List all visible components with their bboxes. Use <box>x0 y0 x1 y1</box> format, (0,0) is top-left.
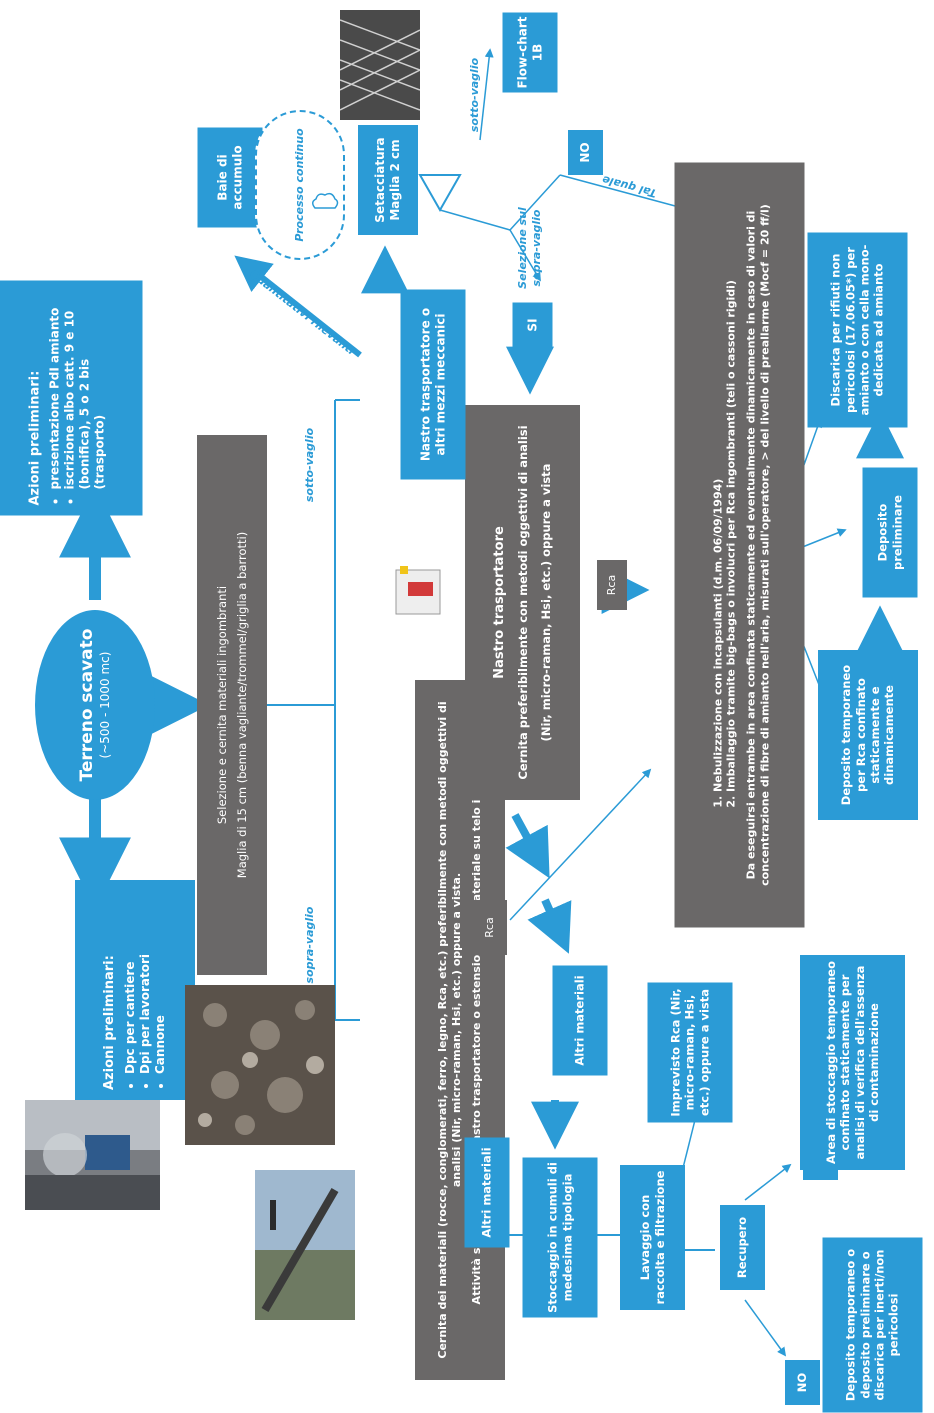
nastro-trasportatore-main: Nastro trasportatore Cernita preferibilm… <box>465 405 580 800</box>
setacciatura-line2: Maglia 2 cm <box>388 139 402 221</box>
rca-right-label: Rca <box>605 574 619 596</box>
no-bottom-label: NO <box>795 1372 810 1393</box>
azioni-left-item: Dpi per lavoratori <box>138 954 153 1074</box>
area-stoccaggio-node: Area di stoccaggio temporaneo confinato … <box>800 955 905 1170</box>
deposito-temporaneo-node: Deposito temporaneo per Rca confinato st… <box>818 650 918 820</box>
terreno-title: Terreno scavato <box>76 628 97 782</box>
nastro-small-label: Nastro trasportatore o altri mezzi mecca… <box>418 307 447 462</box>
imprevisto-label: Imprevisto Rca (Nir, micro-raman, Hsi, e… <box>668 988 712 1117</box>
azioni-right-item: presentazione PdI amianto <box>48 291 63 490</box>
azioni-preliminari-right: Azioni preliminari: presentazione PdI am… <box>0 280 143 516</box>
azioni-left-title: Azioni preliminari: <box>102 955 118 1090</box>
trattamento-item: Imballaggio tramite big-bags o involucri… <box>725 280 739 792</box>
area-stoccaggio-label: Area di stoccaggio temporaneo confinato … <box>823 961 881 1164</box>
recupero-label: Recupero <box>735 1216 750 1279</box>
recupero-node: Recupero <box>720 1205 765 1290</box>
azioni-right-item: iscrizione albo catt. 9 e 10 (bonifica),… <box>63 291 108 490</box>
sotto-vaglio-label-2: sotto-vaglio <box>465 50 485 140</box>
terreno-node: Terreno scavato (~500 - 1000 mc) <box>35 610 155 800</box>
sotto-vaglio-text-2: sotto-vaglio <box>468 57 482 133</box>
no-top-label: NO <box>578 142 592 163</box>
lavaggio-label: Lavaggio con raccolta e filtrazione <box>638 1170 667 1305</box>
deposito-preliminare-node: Deposito preliminare <box>862 467 918 598</box>
si-mid-label: SI <box>525 318 539 332</box>
azioni-right-title: Azioni preliminari: <box>27 370 43 506</box>
stoccaggio-node: Stoccaggio in cumuli di medesima tipolog… <box>522 1157 598 1318</box>
nastro-main-note: (Nir, micro-raman, Hsi, etc.) oppure a v… <box>538 463 553 742</box>
setacciatura-node: Setacciatura Maglia 2 cm <box>358 125 418 235</box>
processo-label: Processo continuo <box>293 128 307 242</box>
mesh-screen-photo <box>340 10 420 120</box>
no-bottom-node: NO <box>785 1360 820 1405</box>
selezione-cernita-node: Selezione e cernita materiali ingombrant… <box>197 435 267 975</box>
stoccaggio-label: Stoccaggio in cumuli di medesima tipolog… <box>545 1162 574 1313</box>
flowchart-label: Flow-chart 1B <box>515 16 544 89</box>
trattamento-item: Nebulizzazione con incapsulanti (d.m. 06… <box>711 280 725 792</box>
sopra-vaglio-label-1: sopra-vaglio <box>300 905 320 985</box>
altri-materiali-mid: Altri materiali <box>552 965 608 1076</box>
rca-left-label: Rca <box>482 917 496 938</box>
trattamento-node: Nebulizzazione con incapsulanti (d.m. 06… <box>674 162 805 928</box>
deposito-bottom-label: Deposito temporaneo o deposito prelimina… <box>843 1248 901 1402</box>
deposito-bottom-node: Deposito temporaneo o deposito prelimina… <box>822 1237 923 1413</box>
excavated-soil-photo <box>185 985 335 1145</box>
lavaggio-node: Lavaggio con raccolta e filtrazione <box>620 1165 685 1310</box>
rca-left-node: Rca <box>472 900 507 955</box>
selezione-line2: Maglia di 15 cm (benna vagliante/trommel… <box>235 531 249 879</box>
sotto-vaglio-label-1: sotto-vaglio <box>300 425 320 505</box>
dust-cannon-photo <box>25 1100 160 1210</box>
si-mid-node: SI <box>512 302 553 348</box>
azioni-left-item: Cannone <box>153 954 168 1074</box>
altri-left-label: Altri materiali <box>479 1147 494 1238</box>
big-bag-photo <box>395 566 441 615</box>
cernita-line1: Cernita dei materiali (rocce, conglomera… <box>436 701 464 1359</box>
terreno-subtitle: (~500 - 1000 mc) <box>98 651 113 759</box>
dust-cloud-icon <box>312 192 339 209</box>
azioni-preliminari-left: Azioni preliminari: Dpc per cantiere Dpi… <box>75 880 195 1100</box>
sopra-vaglio-text-1: sopra-vaglio <box>303 906 317 984</box>
imprevisto-rca-node: Imprevisto Rca (Nir, micro-raman, Hsi, e… <box>647 982 733 1123</box>
discarica-label: Discarica per rifiuti non pericolosi (17… <box>828 244 886 416</box>
nastro-main-body: Cernita preferibilmente con metodi ogget… <box>516 425 531 780</box>
rca-right-node: Rca <box>597 560 627 610</box>
baie-label: Baie di accumulo <box>215 145 244 210</box>
discarica-node: Discarica per rifiuti non pericolosi (17… <box>807 232 908 428</box>
deposito-temp-label: Deposito temporaneo per Rca confinato st… <box>839 664 897 806</box>
selezione-sopra-text: Selezione sul sopra-vaglio <box>516 207 543 289</box>
selezione-line1: Selezione e cernita materiali ingombrant… <box>214 585 229 825</box>
azioni-left-item: Dpc per cantiere <box>123 954 138 1074</box>
processo-continuo-cloud: Processo continuo <box>255 110 345 260</box>
nastro-trasportatore-small: Nastro trasportatore o altri mezzi mecca… <box>400 289 466 480</box>
deposito-prel-label: Deposito preliminare <box>875 495 904 570</box>
trattamento-note: Da eseguirsi entrambe in area confinata … <box>744 204 772 886</box>
conveyor-photo <box>255 1170 355 1320</box>
flowchart-1b-node: Flow-chart 1B <box>502 12 558 93</box>
nastro-main-title: Nastro trasportatore <box>492 526 507 679</box>
altri-mid-label: Altri materiali <box>572 975 587 1066</box>
altri-materiali-left: Altri materiali <box>464 1137 510 1248</box>
sotto-vaglio-text-1: sotto-vaglio <box>303 427 317 503</box>
baie-accumulo-node: Baie di accumulo <box>197 127 263 228</box>
selezione-sopra-label: Selezione sul sopra-vaglio <box>512 198 548 298</box>
setacciatura-line1: Setacciatura <box>373 137 387 223</box>
